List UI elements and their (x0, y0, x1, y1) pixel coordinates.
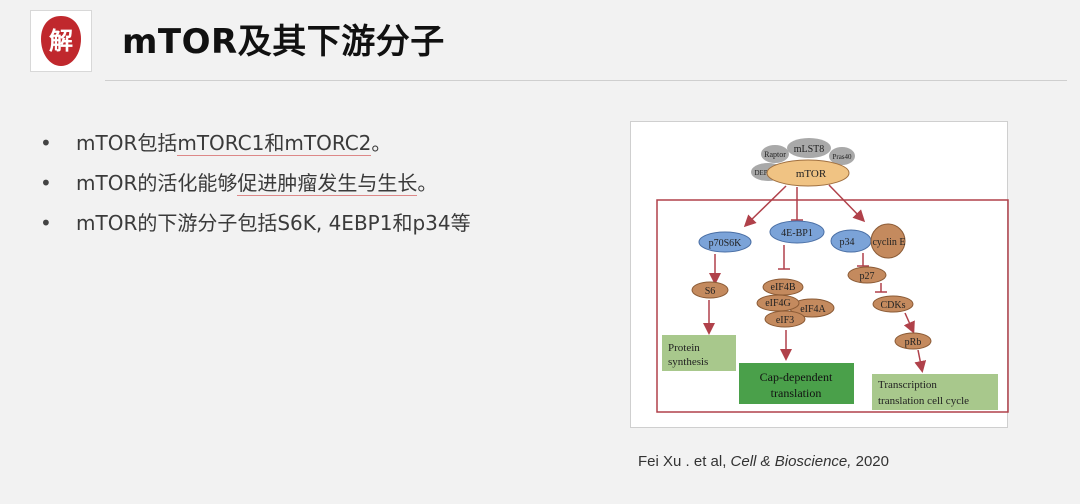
bullet-item: mTOR的活化能够促进肿瘤发生与生长。 (38, 164, 471, 204)
svg-text:S6: S6 (705, 286, 716, 297)
svg-text:Cap-dependent: Cap-dependent (760, 370, 833, 384)
svg-text:Protein: Protein (668, 342, 700, 354)
downstream-frame (656, 199, 1009, 413)
svg-text:pRb: pRb (905, 337, 922, 348)
svg-text:eIF4A: eIF4A (800, 304, 826, 315)
arrow-to-p34 (828, 184, 866, 223)
svg-text:CDKs: CDKs (880, 300, 905, 311)
transcription-box (872, 374, 998, 410)
svg-text:cyclin E: cyclin E (872, 237, 905, 248)
prb-node (894, 332, 932, 350)
eif3-node (764, 310, 806, 328)
slide-title: mTOR及其下游分子 (122, 22, 445, 62)
svg-text:p34: p34 (840, 237, 855, 248)
mlst8-node (787, 138, 831, 158)
pathway-figure: Raptor mLST8 Pras40 DEPTOR mTOR p70S6K 4… (630, 121, 1009, 428)
svg-text:mLST8: mLST8 (794, 144, 825, 155)
bullet-list: mTOR包括mTORC1和mTORC2。 mTOR的活化能够促进肿瘤发生与生长。… (38, 124, 471, 244)
raptor-node (761, 145, 789, 163)
mtor-node (766, 159, 850, 187)
citation: Fei Xu . et al, Cell & Bioscience, 2020 (638, 453, 889, 470)
s6-node (691, 281, 729, 299)
seal-logo-icon: 解 (41, 16, 81, 66)
p70s6k-node (698, 231, 752, 253)
svg-text:p70S6K: p70S6K (709, 238, 743, 249)
logo: 解 (30, 10, 92, 72)
svg-text:eIF4G: eIF4G (765, 298, 791, 309)
svg-text:Raptor: Raptor (764, 150, 786, 159)
protein-synthesis-box (662, 335, 736, 371)
bullet-item: mTOR包括mTORC1和mTORC2。 (38, 124, 471, 164)
svg-text:mTOR: mTOR (796, 168, 827, 180)
svg-text:translation: translation (771, 386, 822, 400)
svg-text:translation cell cycle: translation cell cycle (878, 395, 969, 407)
p27-node (847, 266, 887, 284)
svg-text:p27: p27 (860, 271, 875, 282)
svg-text:Transcription: Transcription (878, 379, 937, 391)
svg-text:eIF4B: eIF4B (771, 282, 796, 293)
bullet-item: mTOR的下游分子包括S6K, 4EBP1和p34等 (38, 204, 471, 244)
mtor-pathway-diagram: Raptor mLST8 Pras40 DEPTOR mTOR p70S6K 4… (656, 138, 1009, 413)
pras40-node (829, 147, 855, 165)
arrow-to-p70s6k (743, 185, 787, 228)
svg-text:Pras40: Pras40 (832, 153, 852, 161)
4ebp1-node (769, 220, 825, 244)
svg-text:解: 解 (49, 26, 73, 55)
cdks-node (872, 295, 914, 313)
cap-dependent-translation-box (739, 363, 854, 404)
cyclin-e-node (870, 223, 906, 259)
svg-text:4E-BP1: 4E-BP1 (781, 228, 813, 239)
svg-text:eIF3: eIF3 (776, 315, 794, 326)
svg-text:synthesis: synthesis (668, 356, 708, 368)
title-divider (105, 80, 1067, 81)
